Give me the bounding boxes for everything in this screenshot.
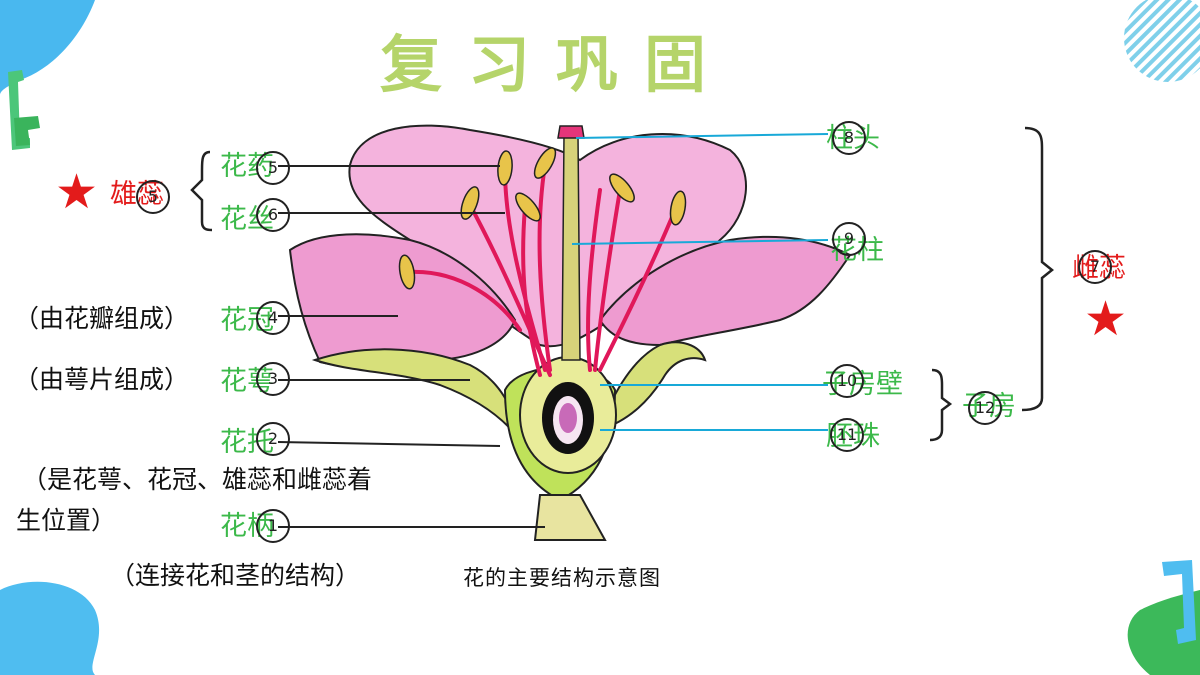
number-circle-pedicel: 1: [256, 509, 290, 543]
pedicel-stem: [533, 494, 607, 541]
number-circle-stigma: 8: [832, 121, 866, 155]
decor-striped-circle: [1124, 0, 1200, 82]
right-pointer-lines: [571, 133, 829, 431]
left-petal: [288, 233, 517, 367]
number-circle-stamen: 5: [136, 180, 170, 214]
number-circle-ovary-wall: 10: [830, 364, 864, 398]
diagram-caption: 花的主要结构示意图: [463, 566, 661, 590]
decor-bracket-green: [14, 116, 40, 146]
decor-blob-top-left: [0, 0, 95, 95]
page-title: 复习巩固: [380, 28, 733, 101]
decor-bracket-bottom-right: [1162, 560, 1196, 644]
number-circle-ovary: 12: [968, 391, 1002, 425]
brackets: [190, 126, 1055, 442]
filaments: [408, 163, 677, 377]
number-circle-corolla: 4: [256, 301, 290, 335]
number-circle-style: 9: [832, 222, 866, 256]
decor-bracket-top-left: [8, 70, 30, 150]
right-sepal: [598, 341, 707, 432]
calyx-note: （由萼片组成）: [14, 365, 190, 394]
number-circle-receptacle: 2: [256, 422, 290, 456]
number-circle-filament: 6: [256, 198, 290, 232]
receptacle-note-line2: 生位置）: [16, 506, 117, 535]
stigma-tip: [557, 125, 585, 139]
star-icon: ★: [1084, 291, 1128, 347]
star-icon: ★: [55, 164, 99, 220]
pedicel-note: （连接花和茎的结构）: [110, 561, 361, 590]
number-circle-calyx: 3: [256, 362, 290, 396]
decor-blob-bottom-right: [1127, 590, 1200, 675]
number-circle-ovule: 11: [830, 418, 864, 452]
anthers: [398, 147, 687, 290]
left-sepal: [311, 348, 521, 441]
left-pointer-lines: [277, 165, 545, 528]
receptacle-note-line1: （是花萼、花冠、雄蕊和雌蕊着: [22, 465, 373, 494]
decor-blob-bottom-left: [0, 581, 100, 675]
corolla-note: （由花瓣组成）: [14, 304, 190, 333]
number-circle-anther: 5: [256, 151, 290, 185]
ovule-body: [559, 403, 577, 433]
style-column: [561, 134, 581, 361]
number-circle-pistil: 7: [1078, 250, 1112, 284]
